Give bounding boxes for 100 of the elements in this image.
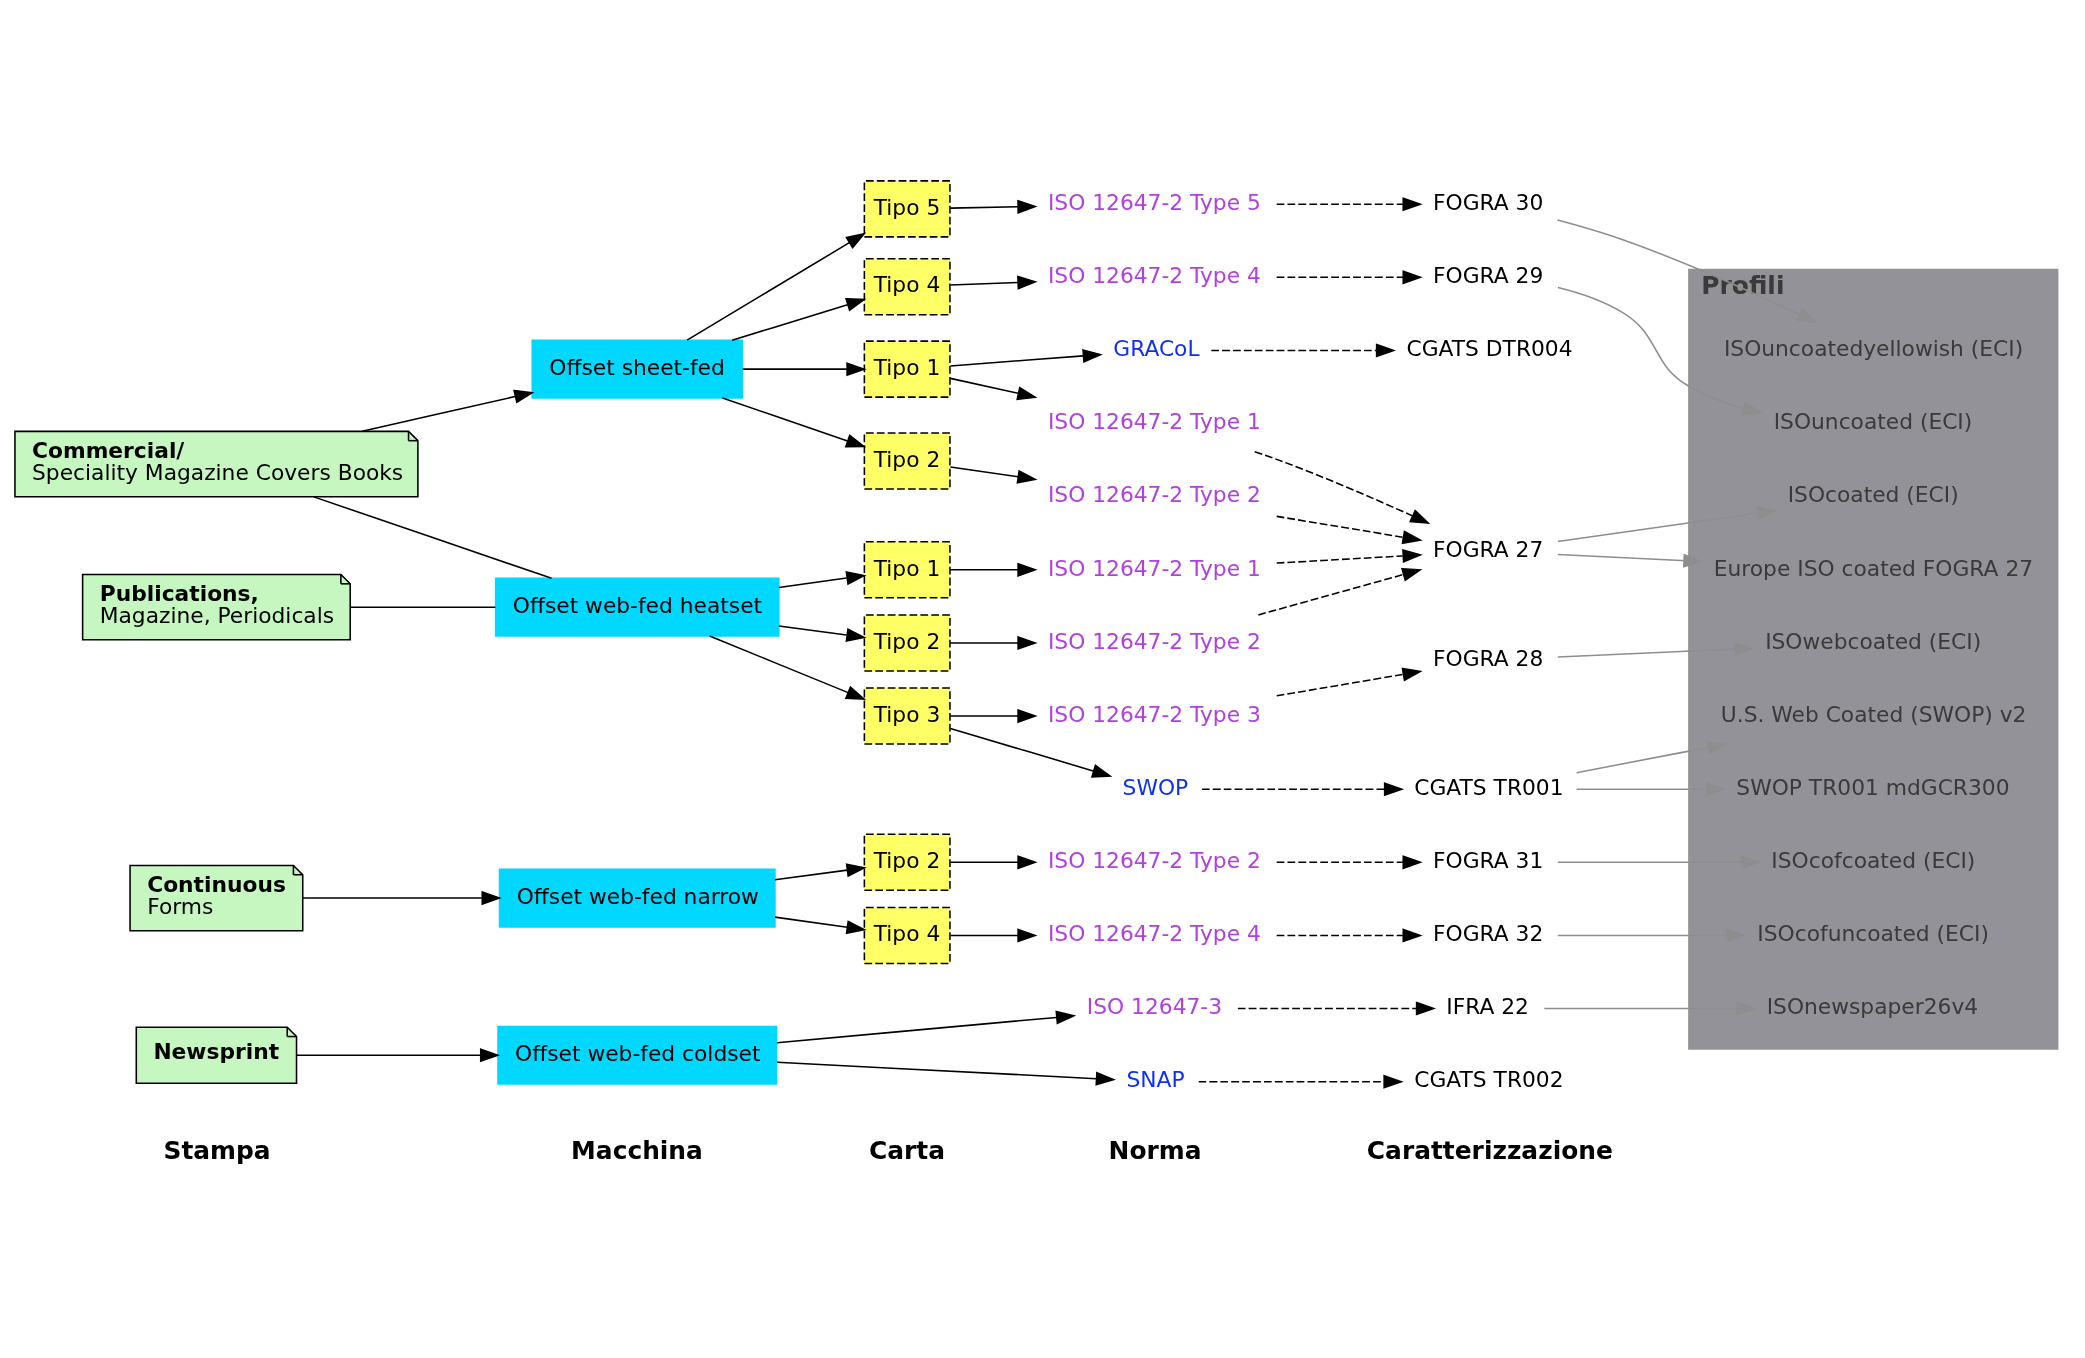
- node-text: ISOuncoated (ECI): [1773, 408, 1973, 434]
- arrow: [778, 624, 867, 642]
- node-text: FOGRA 27: [1432, 536, 1544, 562]
- label: Norma: [1108, 1135, 1202, 1165]
- node-text: ISO 12647-2 Type 4: [1047, 262, 1261, 288]
- arrow: [1237, 1000, 1437, 1016]
- arrow: [708, 634, 867, 700]
- arrow: [1257, 567, 1423, 616]
- node-box: Offset web-fed coldset: [497, 1025, 778, 1085]
- arrow: [1275, 666, 1423, 697]
- arrow: [778, 570, 867, 588]
- node-text: ISO 12647-2 Type 4: [1047, 920, 1261, 946]
- node-text: ISO 12647-2 Type 5: [1047, 189, 1261, 215]
- label: Caratterizzazione: [1366, 1135, 1613, 1165]
- arrow: [741, 361, 867, 376]
- arrow: [1275, 927, 1423, 942]
- node-box: Tipo 1: [863, 339, 951, 398]
- arrow: [949, 635, 1038, 650]
- arrow: [949, 465, 1038, 484]
- node-text: ISOcofcoated (ECI): [1771, 847, 1976, 873]
- arrow: [1557, 286, 1764, 415]
- arrow: [686, 232, 867, 341]
- arrow: [949, 927, 1038, 942]
- arrow: [302, 890, 502, 905]
- arrow: [949, 348, 1103, 367]
- node-text: ISO 12647-2 Type 2: [1047, 628, 1261, 654]
- node-text: IFRA 22: [1446, 993, 1529, 1019]
- node-text: ISOnewspaper26v4: [1766, 993, 1979, 1019]
- connector: [349, 605, 497, 608]
- node-text: ISOcoated (ECI): [1787, 481, 1959, 507]
- node-box: Offset web-fed heatset: [494, 577, 780, 637]
- node-text: FOGRA 29: [1432, 262, 1544, 288]
- node-text: SNAP: [1126, 1066, 1185, 1092]
- node-text: CGATS DTR004: [1406, 335, 1573, 361]
- node-box: Tipo 1: [863, 540, 951, 599]
- node-box: Tipo 2: [863, 431, 951, 490]
- node-text: SWOP TR001 mdGCR300: [1736, 774, 2010, 800]
- node-text: Europe ISO coated FOGRA 27: [1713, 555, 2034, 581]
- arrow: [1557, 505, 1778, 542]
- arrow: [1575, 781, 1727, 796]
- node-text: ISO 12647-2 Type 1: [1047, 555, 1261, 581]
- arrow: [774, 915, 867, 934]
- arrow: [776, 1009, 1077, 1043]
- node-text: ISO 12647-2 Type 3: [1047, 701, 1261, 727]
- node-box: Tipo 2: [863, 833, 951, 891]
- arrow: [949, 727, 1113, 778]
- label: Macchina: [571, 1135, 703, 1165]
- node-text: FOGRA 31: [1432, 847, 1544, 873]
- arrow: [731, 297, 867, 341]
- node-text: GRACoL: [1113, 335, 1200, 361]
- node-text: ISO 12647-2 Type 1: [1047, 408, 1261, 434]
- arrow: [1556, 218, 1818, 323]
- node-text: CGATS TR002: [1414, 1066, 1564, 1092]
- node-text: FOGRA 30: [1432, 189, 1544, 215]
- arrow: [1275, 515, 1423, 544]
- arrow: [1210, 342, 1397, 358]
- arrow: [1201, 781, 1405, 796]
- node-text: ISOcofuncoated (ECI): [1757, 920, 1989, 946]
- arrow: [949, 708, 1038, 723]
- node-text: ISO 12647-2 Type 2: [1047, 481, 1261, 507]
- arrow: [949, 274, 1038, 290]
- arrow: [949, 562, 1038, 577]
- node-box: Tipo 2: [863, 613, 951, 672]
- arrow: [1275, 269, 1423, 284]
- node-box: Tipo 4: [863, 906, 951, 964]
- label: Stampa: [163, 1135, 271, 1165]
- arrow: [361, 389, 535, 432]
- arrow: [1575, 740, 1728, 773]
- arrow: [949, 377, 1038, 400]
- arrow: [1557, 553, 1704, 568]
- node-text: CGATS TR001: [1414, 774, 1564, 800]
- arrow: [1557, 927, 1747, 942]
- arrow: [295, 1047, 501, 1062]
- arrow: [1197, 1074, 1404, 1089]
- node-text: ISO 12647-2 Type 2: [1047, 847, 1261, 873]
- arrow: [1275, 548, 1423, 564]
- node-text: ISOwebcoated (ECI): [1765, 628, 1982, 654]
- node-text: FOGRA 32: [1432, 920, 1544, 946]
- arrow: [776, 1061, 1116, 1086]
- arrow: [949, 854, 1038, 869]
- node-text: FOGRA 28: [1432, 645, 1544, 671]
- node-text: U.S. Web Coated (SWOP) v2: [1720, 701, 2027, 727]
- node-box: Offset sheet-fed: [531, 339, 744, 399]
- arrow: [1543, 1000, 1757, 1016]
- node-box: Offset web-fed narrow: [498, 868, 776, 928]
- label: Carta: [869, 1135, 946, 1165]
- node-text: ISO 12647-3: [1086, 993, 1223, 1019]
- arrow: [1275, 854, 1423, 869]
- node-box: Tipo 5: [863, 179, 951, 238]
- arrow: [1557, 641, 1755, 658]
- arrow: [774, 862, 867, 881]
- arrow: [1275, 196, 1423, 211]
- node-text: SWOP: [1122, 774, 1189, 800]
- node-text: ISOuncoatedyellowish (ECI): [1723, 335, 2024, 361]
- node-box: Tipo 4: [863, 257, 951, 315]
- arrow: [721, 396, 867, 447]
- arrow: [1253, 450, 1431, 524]
- arrow: [1557, 854, 1762, 869]
- connector: [313, 495, 553, 579]
- node-box: Tipo 3: [863, 686, 951, 745]
